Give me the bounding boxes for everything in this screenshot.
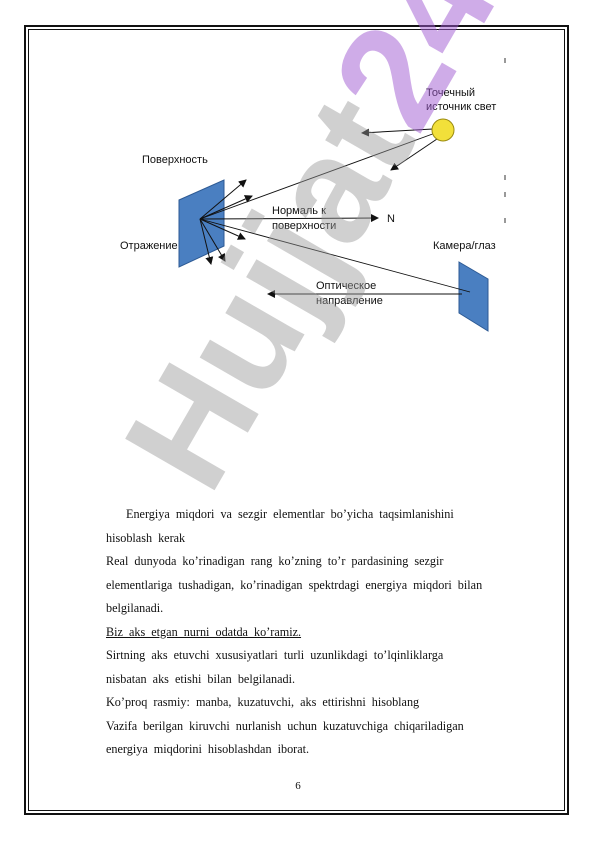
body-line: energiya miqdorini hisoblashdan iborat.: [106, 742, 310, 756]
body-line: hisoblash kerak: [106, 530, 186, 545]
body-line: Sirtning aks etuvchi xususiyatlari turli…: [106, 648, 444, 662]
body-line: nisbatan aks etishi bilan belgilanadi.: [106, 671, 296, 686]
label-camera: Камера/глаз: [433, 240, 496, 252]
reflect-arrow: [199, 218, 214, 265]
view-ray: [199, 218, 471, 293]
label-point-source-1: Точечный: [426, 87, 475, 99]
body-line: belgilanadi.: [106, 601, 164, 615]
reflect-arrow: [199, 195, 253, 220]
body-line: elementlariga tushadigan, ko’rinadigan s…: [106, 577, 483, 592]
label-normal-symbol: N: [387, 213, 395, 225]
light-source: [431, 118, 455, 142]
reflect-arrow: [199, 179, 247, 220]
label-reflection: Отражение: [120, 240, 178, 252]
label-point-source-2: источник свет: [426, 101, 496, 113]
incident-ray: [199, 131, 439, 220]
body-line: Biz aks etgan nurni odatda ko’ramiz.: [106, 624, 302, 639]
label-normal-1: Нормаль к: [272, 205, 326, 217]
reflect-arrow: [199, 218, 226, 262]
label-surface: Поверхность: [142, 154, 208, 166]
label-optical-1: Оптическое: [316, 280, 376, 292]
body-line: Ko’proq rasmiy: manba, kuzatuvchi, aks e…: [106, 695, 420, 709]
body-line: Real dunyoda ko’rinadigan rang ko’zning …: [106, 554, 444, 568]
body-text: Energiya miqdori va sezgir elementlar bo…: [106, 503, 548, 762]
body-line: Vazifa berilgan kiruvchi nurlanish uchun…: [106, 718, 464, 733]
label-optical-2: направление: [316, 295, 383, 307]
page-number: 6: [295, 780, 301, 792]
label-normal-2: поверхности: [272, 220, 336, 232]
reflect-arrow: [199, 218, 246, 240]
body-line: Energiya miqdori va sezgir elementlar bo…: [126, 507, 454, 521]
light-ray: [390, 138, 438, 171]
page-border-outer: [24, 25, 569, 815]
normal-arrow: [199, 214, 379, 223]
page-border-inner: [28, 29, 565, 811]
camera-plane: [458, 261, 489, 332]
light-ray: [361, 128, 434, 137]
